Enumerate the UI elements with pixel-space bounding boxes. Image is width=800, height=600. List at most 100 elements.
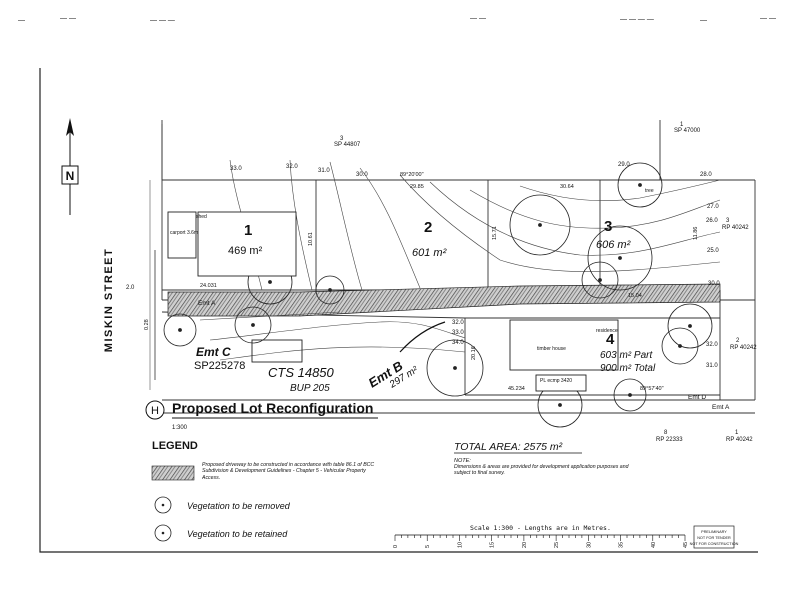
- svg-text:33.0: 33.0: [452, 330, 464, 336]
- adjacent-lot-labels: 3 SP 44807 1 SP 47000 3 RP 40242 2 RP 40…: [334, 122, 757, 443]
- svg-text:— —: — —: [60, 15, 76, 22]
- svg-text:32.0: 32.0: [452, 320, 464, 326]
- svg-text:2.0: 2.0: [126, 285, 135, 291]
- drawing-frame: [39, 68, 758, 553]
- svg-text:SP 47000: SP 47000: [674, 128, 701, 134]
- scale-tick-label: 25: [554, 542, 560, 548]
- svg-text:29.0: 29.0: [618, 162, 630, 168]
- svg-text:Emt C: Emt C: [196, 345, 231, 359]
- scale-bar-label: Scale 1:300 - Lengths are in Metres.: [470, 524, 611, 532]
- svg-text:30.0: 30.0: [708, 281, 720, 287]
- svg-text:—: —: [700, 17, 707, 24]
- legend-retained-symbol: [154, 524, 172, 542]
- total-area: TOTAL AREA: 2575 m²: [454, 441, 563, 453]
- boundary-dimensions: 89°20'00" 29.85 30.64 24.031 45.234 89°5…: [144, 172, 699, 392]
- svg-text:603 m² Part: 603 m² Part: [600, 350, 653, 361]
- svg-text:30.64: 30.64: [560, 184, 574, 190]
- svg-text:606 m²: 606 m²: [596, 239, 631, 251]
- note-heading: NOTE:: [454, 458, 471, 464]
- svg-text:shed: shed: [196, 214, 207, 220]
- lot-3-label: 3 606 m²: [596, 218, 631, 251]
- scale-tick-label: 35: [619, 542, 625, 548]
- existing-buildings: [167, 211, 619, 392]
- svg-text:1: 1: [680, 122, 684, 128]
- svg-text:25.0: 25.0: [707, 248, 719, 254]
- svg-text:24.031: 24.031: [200, 283, 217, 289]
- legend-heading: LEGEND: [152, 440, 198, 452]
- svg-text:27.0: 27.0: [707, 204, 719, 210]
- svg-text:45.234: 45.234: [508, 386, 525, 392]
- svg-text:RP 40242: RP 40242: [730, 345, 757, 351]
- drawing-title: H Proposed Lot Reconfiguration 1:300: [145, 400, 378, 431]
- svg-text:0.28: 0.28: [144, 319, 150, 330]
- note-text: Dimensions & areas are provided for deve…: [454, 464, 629, 477]
- scale-tick-label: 5: [425, 545, 431, 548]
- svg-text:residence: residence: [596, 328, 618, 334]
- scale-tick-label: 10: [457, 542, 463, 548]
- bup-label: BUP 205: [290, 383, 330, 394]
- svg-text:carport 3.6m: carport 3.6m: [170, 230, 198, 236]
- svg-text:tree: tree: [645, 188, 654, 194]
- emt-d-small: Emt D: [688, 394, 706, 401]
- contour-values: 33.0 32.0 31.0 30.0 29.0 28.0 27.0 26.0 …: [126, 162, 720, 369]
- easement-c-label: Emt C SP225278: [194, 345, 245, 372]
- svg-text:601 m²: 601 m²: [412, 247, 447, 259]
- proposed-driveway: [167, 283, 721, 317]
- scale-tick-label: 40: [651, 542, 657, 548]
- legend-driveway-text: Proposed driveway to be constructed in a…: [202, 462, 375, 481]
- svg-text:SP 44807: SP 44807: [334, 142, 361, 148]
- svg-text:33.0: 33.0: [230, 166, 242, 172]
- preliminary-stamp: PRELIMINARY NOT FOR TENDER NOT FOR CONST…: [690, 525, 739, 549]
- svg-text:34.0: 34.0: [452, 340, 464, 346]
- svg-text:28.0: 28.0: [700, 172, 712, 178]
- emt-a-right: Emt A: [712, 404, 730, 411]
- svg-text:11.86: 11.86: [693, 227, 699, 240]
- svg-text:30.0: 30.0: [356, 172, 368, 178]
- svg-text:29.85: 29.85: [410, 184, 424, 190]
- svg-text:1:300: 1:300: [172, 425, 188, 431]
- svg-text:26.0: 26.0: [706, 218, 718, 224]
- svg-text:SP225278: SP225278: [194, 360, 245, 372]
- lot-2-label: 2 601 m²: [412, 219, 447, 259]
- svg-text:1: 1: [244, 222, 252, 239]
- svg-text:31.0: 31.0: [706, 363, 718, 369]
- svg-text:PRELIMINARY: PRELIMINARY: [701, 530, 727, 534]
- svg-text:469 m²: 469 m²: [228, 245, 263, 257]
- svg-text:— —: — —: [760, 15, 776, 22]
- street-label: MISKIN STREET: [103, 248, 115, 352]
- svg-text:15.71: 15.71: [492, 226, 498, 240]
- svg-text:N: N: [66, 169, 75, 183]
- svg-text:RP 40242: RP 40242: [726, 437, 753, 443]
- scale-tick-label: 30: [586, 542, 592, 548]
- svg-text:15.04: 15.04: [628, 293, 642, 299]
- svg-text:32.0: 32.0: [706, 342, 718, 348]
- svg-text:PL ecmp 3420: PL ecmp 3420: [540, 378, 572, 384]
- svg-text:NOT FOR TENDER: NOT FOR TENDER: [697, 536, 731, 540]
- svg-text:1: 1: [735, 430, 739, 436]
- svg-text:H: H: [151, 405, 159, 417]
- svg-text:RP 40242: RP 40242: [722, 225, 749, 231]
- easement-b-label: Emt B 297 m²: [366, 321, 446, 391]
- scale-tick-label: 45: [683, 542, 689, 548]
- scale-tick-label: 15: [490, 542, 496, 548]
- svg-text:RP 22333: RP 22333: [656, 437, 683, 443]
- svg-text:10.61: 10.61: [308, 232, 314, 246]
- svg-text:2: 2: [736, 338, 740, 344]
- cts-label: CTS 14850: [268, 365, 335, 380]
- scale-tick-label: 20: [522, 542, 528, 548]
- svg-text:32.0: 32.0: [286, 164, 298, 170]
- svg-text:20.16: 20.16: [471, 346, 477, 360]
- svg-text:89°57'40": 89°57'40": [640, 386, 664, 392]
- contour-lines: [199, 159, 721, 361]
- svg-text:2: 2: [424, 219, 432, 236]
- svg-text:NOT FOR CONSTRUCTION: NOT FOR CONSTRUCTION: [690, 542, 739, 546]
- svg-text:— —: — —: [470, 15, 486, 22]
- svg-text:3: 3: [726, 218, 730, 224]
- legend-removed-text: Vegetation to be removed: [187, 501, 291, 511]
- lot-4-label: 4 603 m² Part 900 m² Total: [600, 331, 656, 374]
- lot-1-label: 1 469 m²: [228, 222, 263, 257]
- top-margin-marks: — — — — — — — — — — — — — — —: [18, 15, 776, 24]
- legend-removed-symbol: [154, 496, 172, 514]
